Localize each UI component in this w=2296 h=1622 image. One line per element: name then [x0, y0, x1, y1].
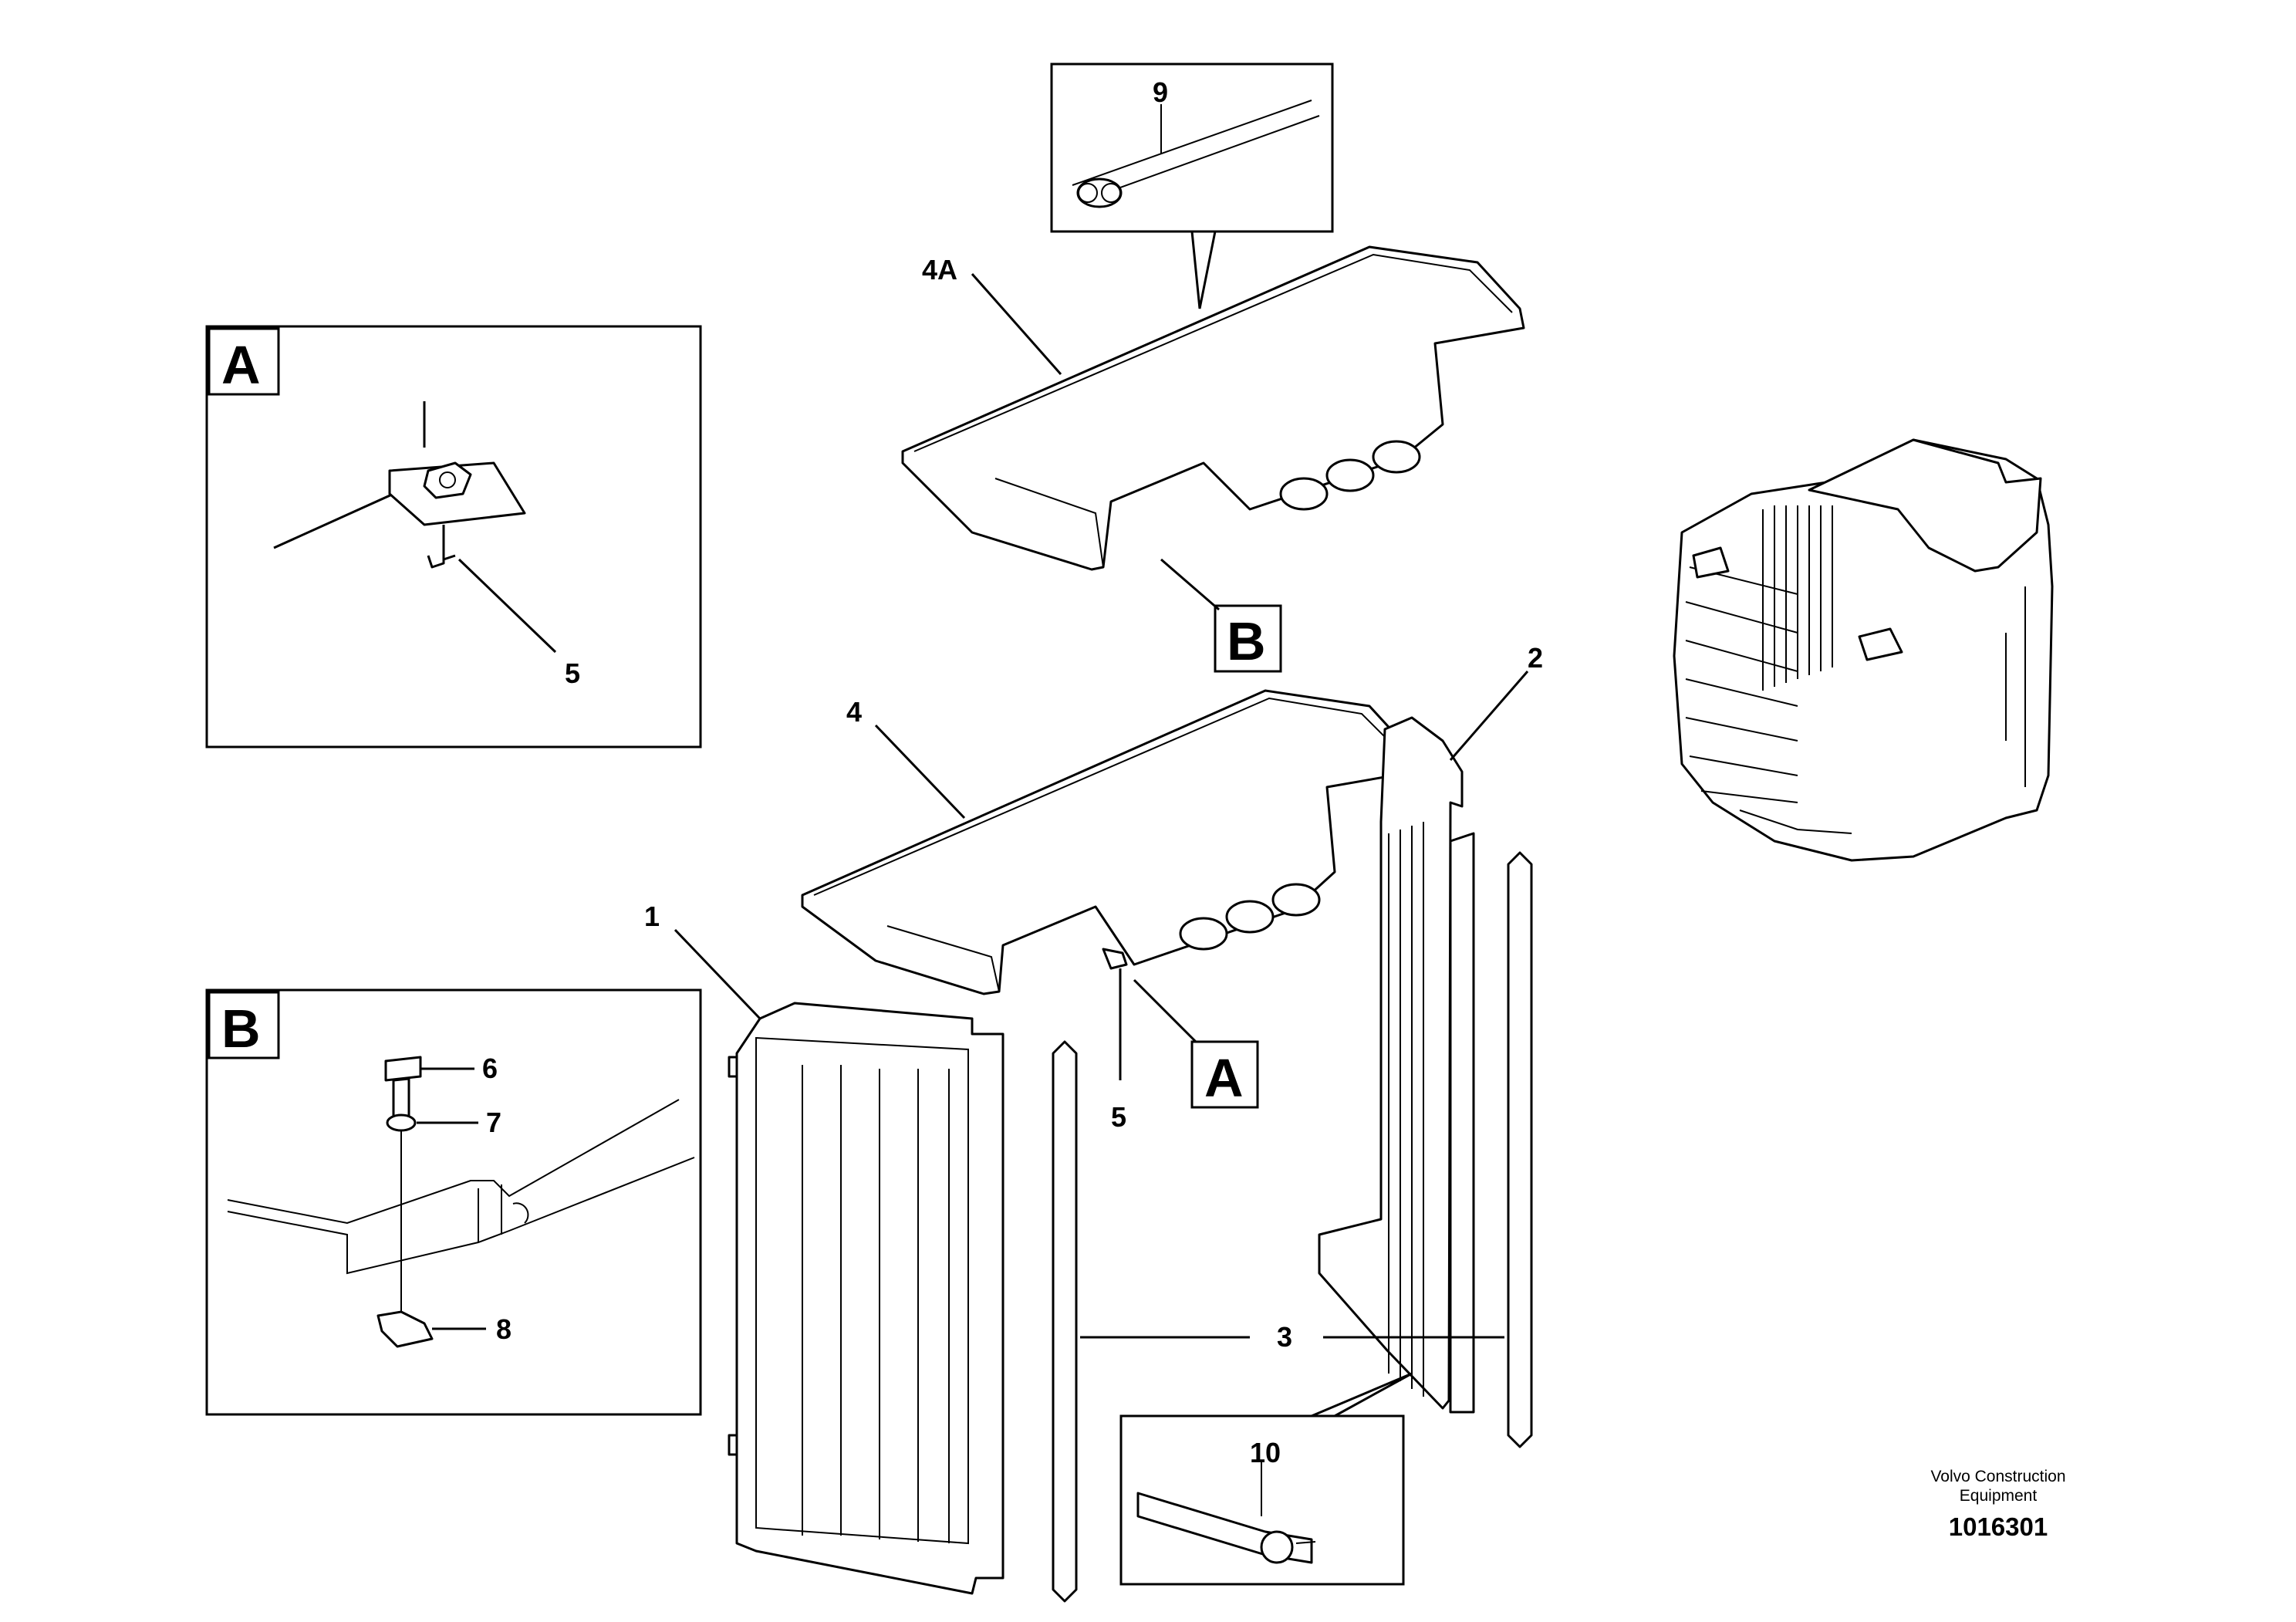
- label-3: 3: [1277, 1321, 1292, 1353]
- detail-b-header: B: [221, 999, 261, 1059]
- part-4-panel: 4 5: [801, 689, 1417, 1133]
- label-1: 1: [644, 901, 660, 932]
- detail-b-reference-label: B: [1227, 611, 1266, 671]
- document-number: 1016301: [1949, 1512, 2048, 1541]
- detail-a-header: A: [221, 335, 261, 395]
- detail-10-inset: 10: [1119, 1372, 1413, 1586]
- label-2: 2: [1528, 642, 1543, 674]
- label-5-detail: 5: [565, 657, 580, 689]
- part-4a-panel: 4A: [901, 245, 1525, 611]
- credit-line-1: Volvo Construction: [1930, 1468, 2065, 1485]
- detail-b-reference-box: B: [1214, 604, 1282, 673]
- label-8: 8: [496, 1313, 512, 1345]
- machine-hood-overview: [1673, 438, 2054, 862]
- credit-line-2: Equipment: [1960, 1487, 2038, 1505]
- detail-a-box: A 5: [205, 325, 702, 748]
- label-5-main: 5: [1111, 1101, 1126, 1133]
- detail-9-inset: 9: [1050, 63, 1334, 309]
- detail-a-reference-box: A: [1190, 1040, 1259, 1109]
- label-6: 6: [482, 1053, 498, 1084]
- label-9: 9: [1153, 76, 1168, 108]
- part-3-seal-strips: 3: [1052, 851, 1533, 1603]
- credit-block: Volvo Construction Equipment 1016301: [1930, 1468, 2065, 1541]
- label-4: 4: [846, 696, 862, 728]
- part-1-side-panel: 1: [644, 901, 1004, 1595]
- label-7: 7: [486, 1107, 501, 1138]
- label-10: 10: [1250, 1437, 1281, 1468]
- detail-a-reference-label: A: [1204, 1048, 1244, 1108]
- detail-b-box: B 6 7 8: [205, 988, 702, 1416]
- part-2-side-panel: 2: [1318, 642, 1543, 1414]
- label-4a: 4A: [922, 254, 957, 286]
